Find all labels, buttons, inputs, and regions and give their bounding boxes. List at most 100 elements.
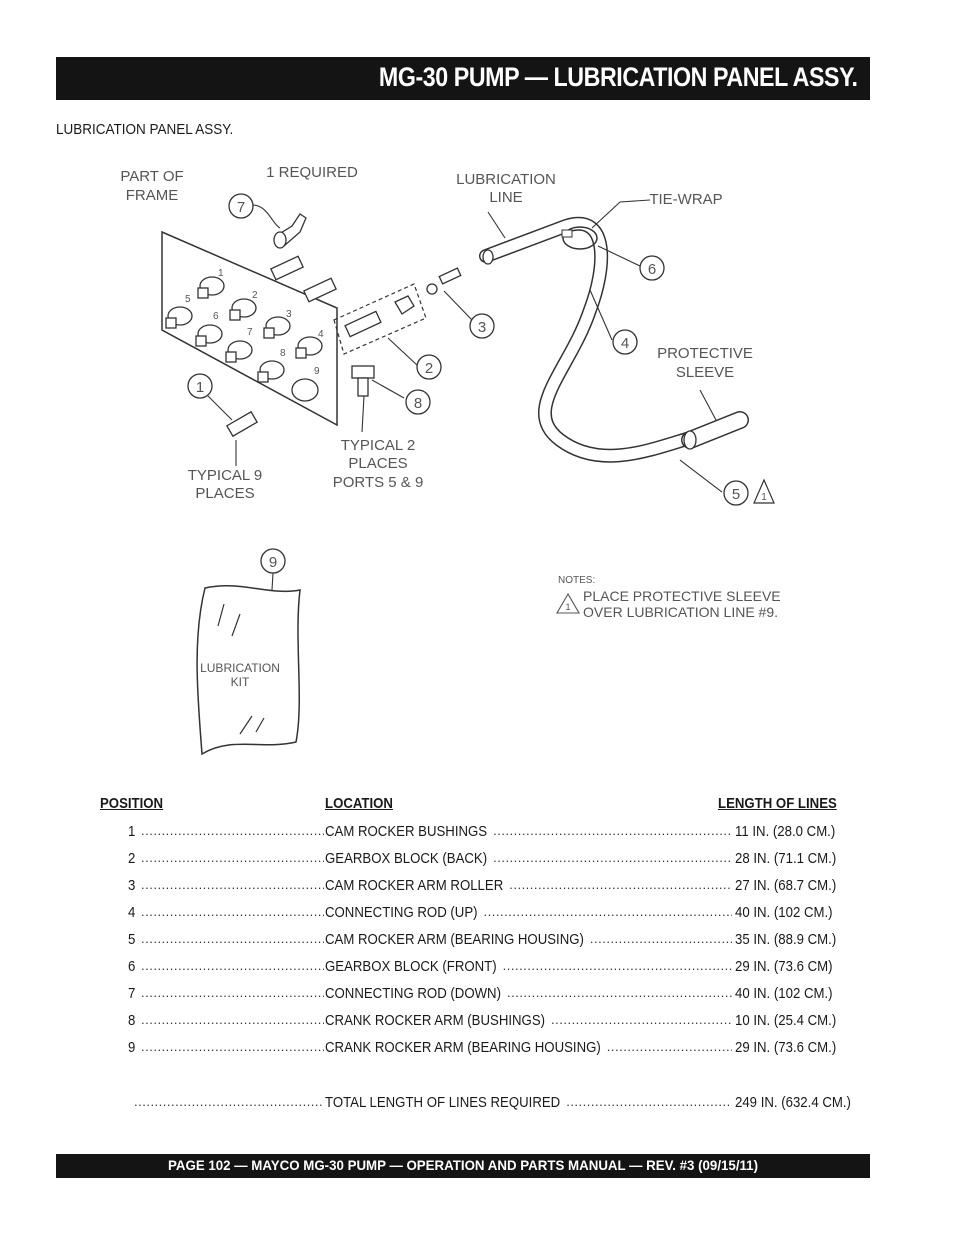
leader-dots: ........................................… bbox=[606, 1039, 732, 1054]
leader-dots: ........................................… bbox=[493, 823, 732, 838]
leader-dots: ........................................… bbox=[483, 904, 732, 919]
plate-fittings bbox=[165, 276, 323, 402]
footer-text: PAGE 102 — MAYCO MG-30 PUMP — OPERATION … bbox=[167, 1157, 759, 1173]
callout-4: 4 bbox=[621, 335, 629, 352]
port-number-1: 1 bbox=[218, 268, 224, 279]
header-position: POSITION bbox=[100, 795, 164, 812]
lubrication-kit-bag: LUBRICATION KIT bbox=[196, 572, 301, 756]
label-typical9-2: PLACES bbox=[195, 485, 254, 502]
row-length: 27 IN. (68.7 CM.) bbox=[735, 877, 837, 894]
row-location: CAM ROCKER ARM ROLLER bbox=[325, 877, 504, 894]
note-line-1: PLACE PROTECTIVE SLEEVE bbox=[583, 588, 781, 604]
table-row: 7.......................................… bbox=[100, 985, 870, 1005]
leader-dots: ........................................… bbox=[566, 1094, 732, 1109]
row-location: CONNECTING ROD (DOWN) bbox=[325, 985, 501, 1002]
leader-dots: ........................................… bbox=[502, 958, 732, 973]
leader-dots: ........................................… bbox=[551, 1012, 732, 1027]
leader-dots: ........................................… bbox=[141, 904, 324, 919]
row-position: 7 bbox=[128, 985, 136, 1002]
row-length: 11 IN. (28.0 CM.) bbox=[735, 823, 836, 840]
row-length: 10 IN. (25.4 CM.) bbox=[735, 1012, 837, 1029]
svg-text:1: 1 bbox=[761, 492, 767, 503]
leader-dots: ........................................… bbox=[141, 985, 324, 1000]
row-position: 9 bbox=[128, 1039, 136, 1056]
leader-dots: ........................................… bbox=[509, 877, 732, 892]
label-part-of-frame-2: FRAME bbox=[126, 187, 179, 204]
row-location: TOTAL LENGTH OF LINES REQUIRED bbox=[325, 1094, 561, 1111]
banjo-fitting bbox=[351, 365, 375, 397]
tie-wrap bbox=[562, 226, 598, 250]
row-length: 249 IN. (632.4 CM.) bbox=[735, 1094, 851, 1111]
callout-5: 5 bbox=[732, 486, 740, 503]
table-row: 1.......................................… bbox=[100, 823, 870, 843]
note-line-2: OVER LUBRICATION LINE #9. bbox=[583, 604, 778, 620]
row-position: 8 bbox=[128, 1012, 136, 1029]
label-tie-wrap: TIE-WRAP bbox=[649, 191, 722, 208]
note-triangle-icon: 1 bbox=[753, 478, 775, 504]
label-protective-1: PROTECTIVE bbox=[657, 345, 753, 362]
header-location: LOCATION bbox=[325, 795, 393, 812]
port-number-8: 8 bbox=[280, 348, 286, 359]
section-subtitle: LUBRICATION PANEL ASSY. bbox=[56, 121, 234, 138]
leader-dots: ........................................… bbox=[141, 958, 324, 973]
header-length: LENGTH OF LINES bbox=[718, 795, 837, 812]
dashed-group-box bbox=[333, 283, 427, 355]
callout-6: 6 bbox=[648, 261, 656, 278]
callout-3: 3 bbox=[478, 319, 486, 336]
port-number-9: 9 bbox=[314, 366, 320, 377]
table-row: 9.......................................… bbox=[100, 1039, 870, 1059]
page-title: MG-30 PUMP — LUBRICATION PANEL ASSY. bbox=[379, 62, 858, 92]
table-row: 8.......................................… bbox=[100, 1012, 870, 1032]
table-row: 2.......................................… bbox=[100, 850, 870, 870]
row-position: 5 bbox=[128, 931, 136, 948]
label-lub-line-1: LUBRICATION bbox=[456, 171, 556, 188]
header-bar: MG-30 PUMP — LUBRICATION PANEL ASSY. bbox=[56, 57, 870, 100]
leader-dots: ........................................… bbox=[134, 1094, 324, 1109]
row-location: GEARBOX BLOCK (FRONT) bbox=[325, 958, 497, 975]
kit-label-1: LUBRICATION bbox=[200, 661, 280, 675]
line-sleeve-pieces bbox=[426, 267, 462, 295]
row-location: CRANK ROCKER ARM (BEARING HOUSING) bbox=[325, 1039, 601, 1056]
leader-dots: ........................................… bbox=[141, 1039, 324, 1054]
table-row: 5.......................................… bbox=[100, 931, 870, 951]
port-number-2: 2 bbox=[252, 290, 258, 301]
port-number-7: 7 bbox=[247, 327, 253, 338]
row-position: 3 bbox=[128, 877, 136, 894]
row-location: GEARBOX BLOCK (BACK) bbox=[325, 850, 488, 867]
row-position: 4 bbox=[128, 904, 136, 921]
row-position: 1 bbox=[128, 823, 136, 840]
connector-fittings bbox=[270, 255, 415, 338]
table-row: 3.......................................… bbox=[100, 877, 870, 897]
lubrication-panel-diagram: 1 2 3 4 5 6 7 8 9 bbox=[120, 164, 781, 756]
leader-dots: ........................................… bbox=[141, 1012, 324, 1027]
row-location: CAM ROCKER BUSHINGS bbox=[325, 823, 488, 840]
footer-bar: PAGE 102 — MAYCO MG-30 PUMP — OPERATION … bbox=[56, 1154, 870, 1178]
callout-8: 8 bbox=[414, 395, 422, 412]
notes-title: NOTES: bbox=[558, 575, 595, 586]
frame-plate bbox=[161, 230, 338, 427]
row-length: 29 IN. (73.6 CM) bbox=[735, 958, 833, 975]
port-number-6: 6 bbox=[213, 311, 219, 322]
notes-block: NOTES: 1 PLACE PROTECTIVE SLEEVE OVER LU… bbox=[556, 575, 781, 620]
leader-dots: ........................................… bbox=[589, 931, 732, 946]
leader-dots: ........................................… bbox=[141, 877, 324, 892]
row-position: 2 bbox=[128, 850, 136, 867]
label-typical2-3: PORTS 5 & 9 bbox=[333, 474, 424, 491]
label-typical9-1: TYPICAL 9 bbox=[188, 467, 262, 484]
port-number-3: 3 bbox=[286, 309, 292, 320]
row-location: CRANK ROCKER ARM (BUSHINGS) bbox=[325, 1012, 546, 1029]
leader-dots: ........................................… bbox=[506, 985, 732, 1000]
callout-2: 2 bbox=[425, 360, 433, 377]
row-length: 29 IN. (73.6 CM.) bbox=[735, 1039, 837, 1056]
leader-dots: ........................................… bbox=[493, 850, 732, 865]
label-lub-line-2: LINE bbox=[489, 189, 522, 206]
label-protective-2: SLEEVE bbox=[676, 364, 734, 381]
label-typical2-2: PLACES bbox=[348, 455, 407, 472]
port-number-4: 4 bbox=[318, 329, 324, 340]
row-length: 40 IN. (102 CM.) bbox=[735, 904, 833, 921]
row-length: 28 IN. (71.1 CM.) bbox=[735, 850, 837, 867]
kit-label-2: KIT bbox=[231, 675, 250, 689]
row-location: CONNECTING ROD (UP) bbox=[325, 904, 478, 921]
elbow-fitting bbox=[273, 213, 307, 249]
table-row: 4.......................................… bbox=[100, 904, 870, 924]
